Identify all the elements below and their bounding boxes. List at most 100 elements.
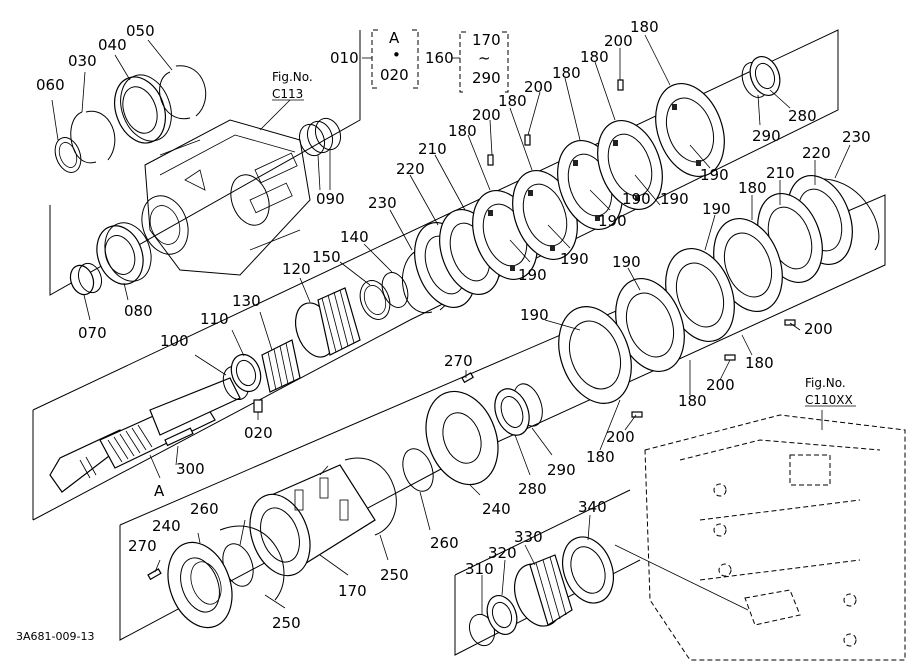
- pin-270a: [461, 372, 474, 384]
- range-010-top: A: [389, 29, 400, 47]
- range-160-top: 170: [472, 31, 501, 49]
- snap-ring-250b: [219, 525, 285, 601]
- label-240a: 240: [482, 500, 511, 518]
- panel-upper-left: [49, 30, 361, 296]
- bearing-080: [96, 222, 152, 285]
- label-190h: 190: [612, 253, 641, 271]
- range-labels: 010 A • 020 160 170 ~ 290: [330, 29, 501, 87]
- label-030: 030: [68, 52, 97, 70]
- label-140: 140: [340, 228, 369, 246]
- label-180h: 180: [678, 392, 707, 410]
- label-200d: 200: [804, 320, 833, 338]
- label-290a: 290: [752, 127, 781, 145]
- pin-020: [253, 399, 263, 413]
- part-labels: 060 030 040 050 070 080 090 100 110 130 …: [36, 18, 871, 632]
- label-070: 070: [78, 324, 107, 342]
- label-180f: 180: [738, 179, 767, 197]
- label-170: 170: [338, 582, 367, 600]
- label-280a: 280: [788, 107, 817, 125]
- label-300: 300: [176, 460, 205, 478]
- label-180b: 180: [498, 92, 527, 110]
- bearing-330: [514, 554, 573, 627]
- pin-200b: [524, 134, 531, 146]
- upper-clutch-pack: [402, 56, 781, 314]
- range-010-sep: •: [392, 46, 401, 64]
- housing: [141, 119, 311, 276]
- label-080: 080: [124, 302, 153, 320]
- label-190d: 190: [622, 190, 651, 208]
- label-180i: 180: [586, 448, 615, 466]
- label-200b: 200: [524, 78, 553, 96]
- seal-260a: [402, 448, 434, 492]
- label-260a: 260: [430, 534, 459, 552]
- label-270b: 270: [128, 537, 157, 555]
- label-240b: 240: [152, 517, 181, 535]
- label-270a: 270: [444, 352, 473, 370]
- lower-clutch-pack: [558, 174, 880, 418]
- input-shaft: [49, 377, 241, 493]
- needle-bearing-130: [261, 339, 301, 393]
- range-brackets: [362, 29, 509, 93]
- label-230b: 230: [842, 128, 871, 146]
- label-120: 120: [282, 260, 311, 278]
- label-100: 100: [160, 332, 189, 350]
- label-180g: 180: [745, 354, 774, 372]
- label-060: 060: [36, 76, 65, 94]
- range-010-bottom: 020: [380, 66, 409, 84]
- shaft-parts: [49, 272, 409, 493]
- label-220b: 220: [802, 144, 831, 162]
- fig-ref-2-title: Fig.No.: [805, 376, 846, 390]
- fig-ref-1-title: Fig.No.: [272, 70, 313, 84]
- leader-lines: [51, 34, 851, 615]
- label-200c: 200: [604, 32, 633, 50]
- pin-200a: [487, 154, 494, 166]
- transmission-case: [614, 414, 906, 661]
- label-190i: 190: [520, 306, 549, 324]
- clutch-disc-e: [655, 82, 725, 178]
- ring-140: [381, 272, 409, 308]
- label-190f: 190: [700, 166, 729, 184]
- ring-280a: [749, 56, 781, 96]
- label-310: 310: [465, 560, 494, 578]
- range-010-start: 010: [330, 49, 359, 67]
- range-160-sep: ~: [478, 49, 491, 67]
- pin-200c: [617, 79, 624, 91]
- label-190a: 190: [518, 266, 547, 284]
- pin-200e: [724, 354, 736, 361]
- label-320: 320: [488, 544, 517, 562]
- label-190e: 190: [660, 190, 689, 208]
- label-190b: 190: [560, 250, 589, 268]
- label-A: A: [154, 482, 165, 500]
- fig-ref-1-code: C113: [272, 87, 303, 101]
- label-250a: 250: [272, 614, 301, 632]
- label-250b: 250: [380, 566, 409, 584]
- pin-200f: [631, 411, 643, 418]
- label-150: 150: [312, 248, 341, 266]
- label-040: 040: [98, 36, 127, 54]
- seal-280b: [494, 388, 530, 436]
- label-190g: 190: [702, 200, 731, 218]
- ring-110: [230, 353, 262, 393]
- snap-ring-050: [159, 65, 207, 120]
- label-260b: 260: [190, 500, 219, 518]
- upper-left-parts: [54, 65, 342, 296]
- washer-320: [486, 595, 518, 635]
- clutch-disc-d: [597, 119, 663, 211]
- label-050: 050: [126, 22, 155, 40]
- bracket-160: [459, 31, 466, 93]
- range-160-start: 160: [425, 49, 454, 67]
- range-160-bottom: 290: [472, 69, 501, 87]
- label-220a: 220: [396, 160, 425, 178]
- label-230a: 230: [368, 194, 397, 212]
- collar-070: [69, 262, 103, 296]
- label-210b: 210: [766, 164, 795, 182]
- circlip-060: [54, 137, 82, 173]
- piston-drum-parts: [147, 372, 543, 629]
- piston-240b: [167, 541, 233, 629]
- label-130: 130: [232, 292, 261, 310]
- bearing-040: [114, 74, 172, 144]
- panel-bearing-top: [454, 489, 631, 576]
- snap-ring-030: [70, 110, 116, 164]
- label-020: 020: [244, 424, 273, 442]
